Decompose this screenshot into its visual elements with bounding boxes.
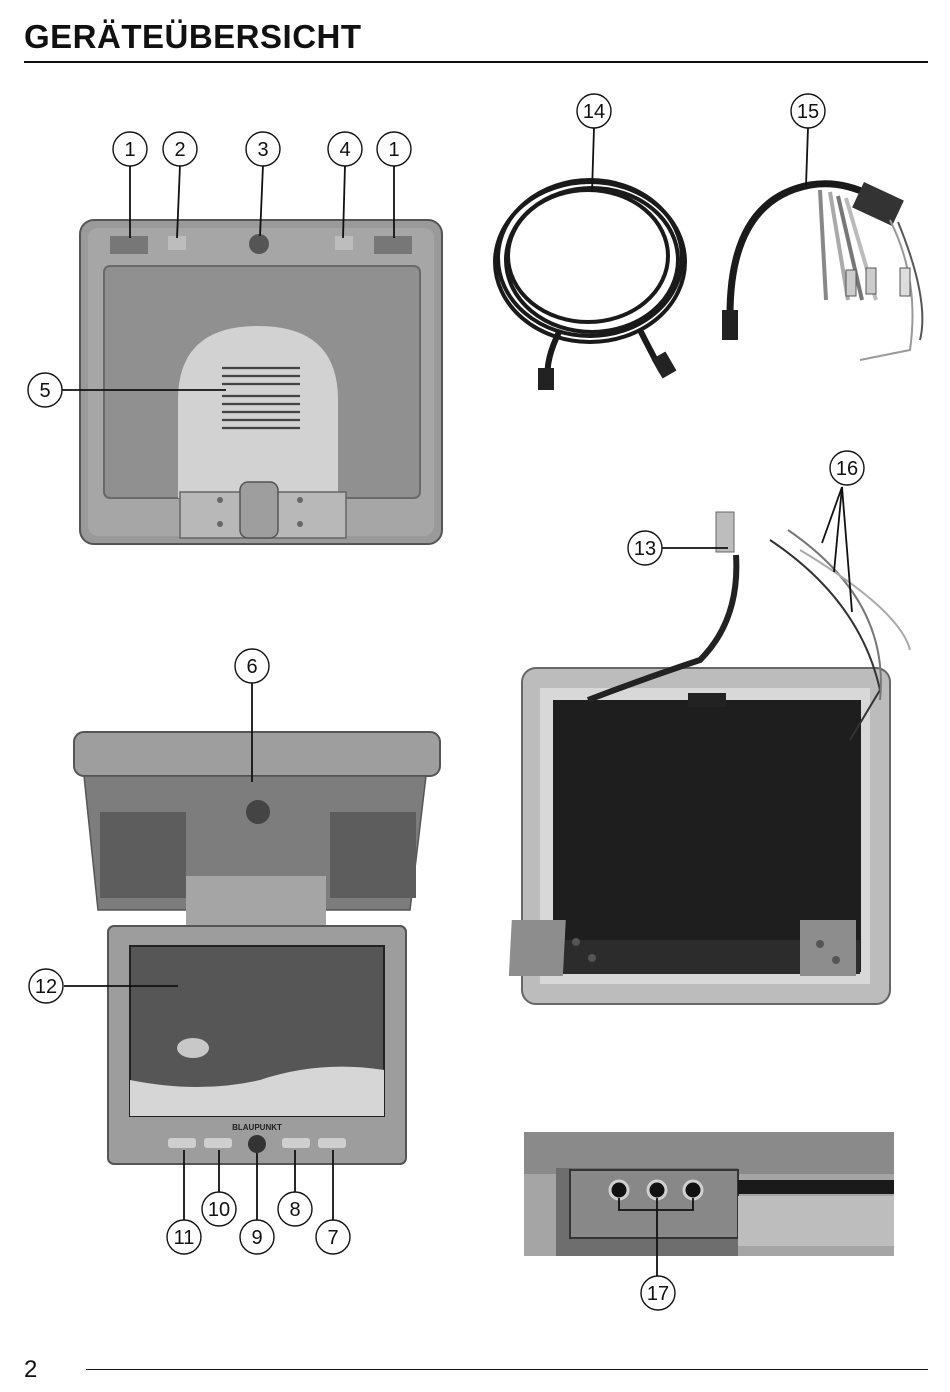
svg-text:13: 13: [634, 538, 656, 560]
svg-text:8: 8: [289, 1199, 300, 1221]
page-title: GERÄTEÜBERSICHT: [24, 18, 362, 55]
mounting-frame: [508, 511, 911, 1005]
callout-12: 12: [28, 968, 64, 1004]
video-cable-coil: [493, 178, 687, 390]
svg-text:6: 6: [246, 656, 257, 678]
callout-17: 17: [640, 1275, 676, 1311]
callout-4: 4: [327, 131, 363, 167]
svg-text:1: 1: [124, 139, 135, 161]
callout-14: 14: [576, 93, 612, 129]
callout-5: 5: [27, 372, 63, 408]
svg-text:14: 14: [583, 101, 605, 123]
callout-3: 3: [245, 131, 281, 167]
callout-15: 15: [790, 93, 826, 129]
svg-text:2: 2: [174, 139, 185, 161]
monitor-top-view: [79, 219, 443, 545]
svg-text:9: 9: [251, 1227, 262, 1249]
page-number: 2: [24, 1356, 38, 1383]
footer-rule: [86, 1369, 928, 1370]
svg-text:5: 5: [39, 380, 50, 402]
callout-11: 11: [166, 1219, 202, 1255]
button-icon: [168, 1138, 196, 1148]
button-icon: [318, 1138, 346, 1148]
leader-lines: [62, 127, 853, 1276]
callout-6: 6: [234, 648, 270, 684]
callout-16: 16: [829, 450, 865, 486]
button-icon: [168, 236, 186, 250]
callout-1-left: 1: [112, 131, 148, 167]
callouts: 1 2 3 4 1 5 14 15 16 13 6 12 11 10 9 8 7…: [27, 93, 865, 1311]
av-input-panel: [524, 1132, 894, 1256]
svg-text:11: 11: [174, 1227, 195, 1249]
plug-icon: [715, 511, 735, 553]
power-cable: [586, 554, 740, 703]
svg-text:7: 7: [327, 1227, 338, 1249]
speaker-grille-icon: [110, 236, 148, 254]
svg-text:12: 12: [35, 976, 57, 998]
av-adapter-cable: [722, 180, 924, 361]
svg-text:3: 3: [257, 139, 268, 161]
speaker-grille-icon: [374, 236, 412, 254]
svg-text:16: 16: [836, 458, 858, 480]
callout-1-right: 1: [376, 131, 412, 167]
monitor-open-view: BLAUPUNKT: [73, 731, 441, 1165]
button-icon: [204, 1138, 232, 1148]
svg-text:10: 10: [208, 1199, 230, 1221]
callout-7: 7: [315, 1219, 351, 1255]
brand-logo: BLAUPUNKT: [232, 1123, 282, 1132]
sensor-icon: [249, 234, 269, 254]
callout-13: 13: [627, 530, 663, 566]
sensor-icon: [248, 1135, 266, 1153]
callout-2: 2: [162, 131, 198, 167]
svg-text:15: 15: [797, 101, 819, 123]
button-icon: [282, 1138, 310, 1148]
callout-9: 9: [239, 1219, 275, 1255]
button-icon: [335, 236, 353, 250]
svg-text:4: 4: [339, 139, 350, 161]
title-rule: [24, 61, 928, 63]
svg-text:17: 17: [647, 1283, 669, 1305]
callout-10: 10: [201, 1191, 237, 1227]
callout-8: 8: [277, 1191, 313, 1227]
svg-text:1: 1: [388, 139, 399, 161]
